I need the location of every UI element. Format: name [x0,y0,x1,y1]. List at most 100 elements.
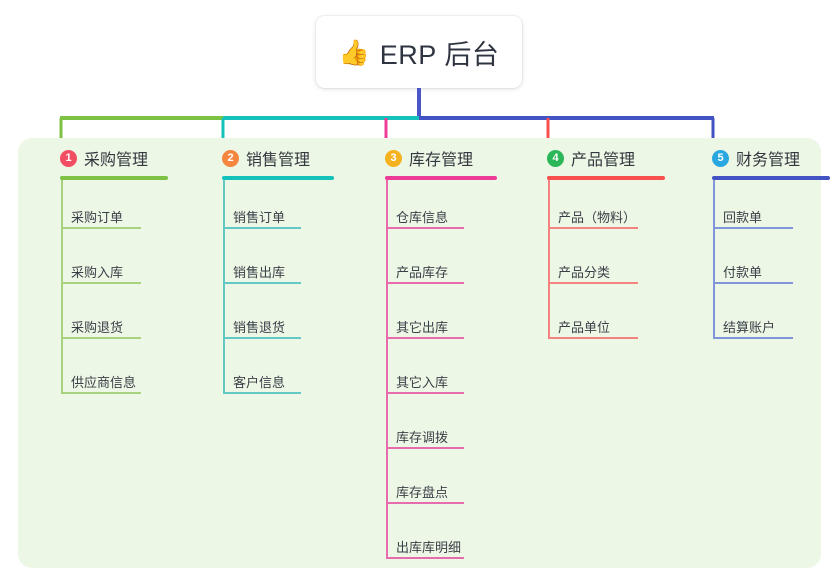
column-items: 仓库信息产品库存其它出库其它入库库存调拨库存盘点出库库明细 [363,180,513,565]
leaf-item[interactable]: 采购订单 [38,180,188,235]
leaf-label: 产品单位 [558,320,611,335]
leaf-label: 出库库明细 [396,540,462,555]
leaf-label: 库存调拨 [396,430,449,445]
leaf-item[interactable]: 产品单位 [525,290,675,345]
column-number-badge: 5 [712,149,729,167]
leaf-rule [61,392,141,394]
column-number-badge: 2 [222,149,239,167]
leaf-rule [223,282,301,284]
leaf-item[interactable]: 供应商信息 [38,345,188,400]
column-title: 销售管理 [246,152,311,169]
leaf-label: 销售订单 [233,210,286,225]
column-trunk [223,180,225,394]
leaf-rule [223,227,301,229]
column-rule [222,176,334,180]
column-title: 产品管理 [571,152,636,169]
column-title: 采购管理 [84,152,149,169]
leaf-item[interactable]: 结算账户 [690,290,830,345]
leaf-rule [61,337,141,339]
branch-column-2[interactable]: 2 销售管理销售订单销售出库销售退货客户信息 [200,145,350,400]
leaf-rule [548,282,638,284]
root-node[interactable]: 👍 ERP 后台 [316,16,522,88]
leaf-label: 仓库信息 [396,210,449,225]
leaf-item[interactable]: 仓库信息 [363,180,513,235]
leaf-label: 回款单 [723,210,763,225]
column-trunk [386,180,388,559]
leaf-label: 结算账户 [723,320,776,335]
column-header-3[interactable]: 3 库存管理 [363,145,513,171]
leaf-label: 付款单 [723,265,763,280]
leaf-label: 产品库存 [396,265,449,280]
leaf-rule [548,337,638,339]
leaf-item[interactable]: 其它入库 [363,345,513,400]
column-header-2[interactable]: 2 销售管理 [200,145,350,171]
leaf-rule [386,392,464,394]
column-header-1[interactable]: 1 采购管理 [38,145,188,171]
leaf-rule [61,282,141,284]
column-rule [547,176,665,180]
leaf-label: 采购订单 [71,210,124,225]
leaf-label: 客户信息 [233,375,286,390]
leaf-label: 其它入库 [396,375,449,390]
column-number-badge: 4 [547,149,564,167]
leaf-rule [223,392,301,394]
leaf-item[interactable]: 产品分类 [525,235,675,290]
leaf-rule [386,447,464,449]
leaf-rule [386,557,464,559]
column-title: 库存管理 [409,152,474,169]
column-trunk [713,180,715,339]
column-trunk [548,180,550,339]
leaf-label: 产品（物料） [558,210,637,225]
column-header-5[interactable]: 5 财务管理 [690,145,830,171]
leaf-rule [223,337,301,339]
leaf-rule [713,282,793,284]
column-number-badge: 1 [60,149,77,167]
leaf-item[interactable]: 产品库存 [363,235,513,290]
leaf-item[interactable]: 采购入库 [38,235,188,290]
leaf-item[interactable]: 库存调拨 [363,400,513,455]
leaf-rule [386,282,464,284]
column-number-badge: 3 [385,149,402,167]
leaf-label: 产品分类 [558,265,611,280]
column-trunk [61,180,63,394]
leaf-item[interactable]: 出库库明细 [363,510,513,565]
leaf-rule [61,227,141,229]
leaf-label: 采购入库 [71,265,124,280]
column-rule [385,176,497,180]
thumbs-up-icon: 👍 [338,38,370,67]
leaf-item[interactable]: 采购退货 [38,290,188,345]
leaf-rule [386,227,464,229]
leaf-item[interactable]: 库存盘点 [363,455,513,510]
leaf-item[interactable]: 产品（物料） [525,180,675,235]
column-title: 财务管理 [736,152,801,169]
column-rule [60,176,168,180]
branches-panel [18,138,821,568]
branch-column-4[interactable]: 4 产品管理产品（物料） 产品分类产品单位 [525,145,675,345]
root-title: ERP 后台 [379,39,500,70]
leaf-item[interactable]: 客户信息 [200,345,350,400]
leaf-label: 销售出库 [233,265,286,280]
leaf-item[interactable]: 回款单 [690,180,830,235]
column-header-4[interactable]: 4 产品管理 [525,145,675,171]
leaf-item[interactable]: 销售出库 [200,235,350,290]
branch-column-5[interactable]: 5 财务管理回款单付款单结算账户 [690,145,830,345]
column-rule [712,176,830,180]
leaf-rule [548,227,638,229]
leaf-label: 销售退货 [233,320,286,335]
leaf-rule [386,337,464,339]
leaf-item[interactable]: 销售订单 [200,180,350,235]
leaf-item[interactable]: 付款单 [690,235,830,290]
branch-column-3[interactable]: 3 库存管理仓库信息产品库存其它出库其它入库库存调拨库存盘点出库库明细 [363,145,513,565]
leaf-rule [386,502,464,504]
leaf-label: 采购退货 [71,320,124,335]
leaf-item[interactable]: 销售退货 [200,290,350,345]
leaf-rule [713,337,793,339]
column-items: 回款单付款单结算账户 [690,180,830,345]
column-items: 产品（物料） 产品分类产品单位 [525,180,675,345]
leaf-rule [713,227,793,229]
branch-column-1[interactable]: 1 采购管理采购订单采购入库采购退货供应商信息 [38,145,188,400]
leaf-item[interactable]: 其它出库 [363,290,513,345]
leaf-label: 其它出库 [396,320,449,335]
leaf-label: 供应商信息 [71,375,137,390]
